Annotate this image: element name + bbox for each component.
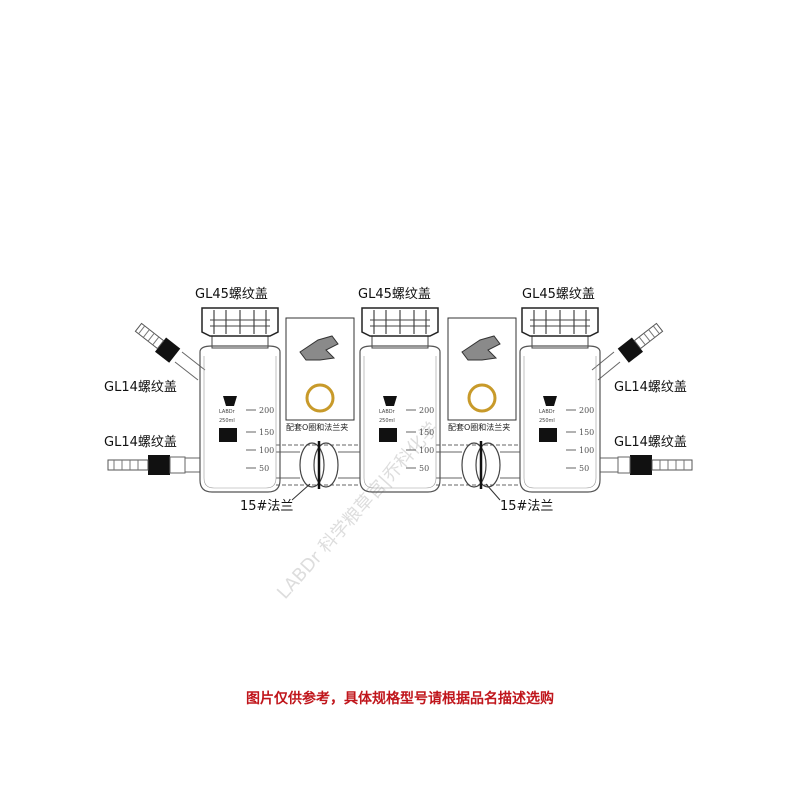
svg-text:150: 150: [259, 428, 274, 437]
svg-text:100: 100: [579, 446, 594, 455]
gl14-cap-upper-right: [617, 322, 664, 363]
svg-text:250ml: 250ml: [219, 418, 235, 424]
label-gl14-upper-left: GL14螺纹盖: [104, 380, 177, 395]
svg-text:LABDr: LABDr: [219, 409, 236, 415]
leader-lines: [291, 483, 501, 501]
svg-text:200: 200: [419, 406, 434, 415]
label-gl45-middle: GL45螺纹盖: [358, 287, 431, 302]
gl45-cap-left: [201, 307, 279, 337]
scale-left: 200 150 100 50: [246, 406, 274, 473]
gl45-cap-right: [521, 307, 599, 337]
bottle-label-right: LABDr 250ml: [539, 396, 557, 442]
svg-text:250ml: 250ml: [379, 418, 395, 424]
gl14-cap-lower-right: [617, 455, 693, 475]
svg-text:LABDr 科学粮草官|乔科化学: LABDr 科学粮草官|乔科化学: [273, 418, 443, 603]
flange-left: [299, 441, 339, 489]
svg-text:50: 50: [419, 464, 429, 473]
label-gl45-right: GL45螺纹盖: [522, 287, 595, 302]
svg-text:200: 200: [579, 406, 594, 415]
clamp-inset-right: [447, 317, 517, 421]
label-gl14-upper-right: GL14螺纹盖: [614, 380, 687, 395]
clamp-note-left: 配套O圈和法兰夹: [286, 422, 348, 432]
label-gl14-lower-right: GL14螺纹盖: [614, 435, 687, 450]
svg-text:250ml: 250ml: [539, 418, 555, 424]
clamp-note-right: 配套O圈和法兰夹: [448, 422, 510, 432]
svg-text:200: 200: [259, 406, 274, 415]
flange-right: [461, 441, 501, 489]
scale-middle: 200 150 100 50: [406, 406, 434, 473]
clamp-inset-left: [285, 317, 355, 421]
svg-text:100: 100: [259, 446, 274, 455]
svg-text:LABDr: LABDr: [379, 409, 396, 415]
svg-text:100: 100: [419, 446, 434, 455]
label-flange-right: 15#法兰: [500, 499, 553, 514]
bottle-label-middle: LABDr 250ml: [379, 396, 397, 442]
svg-text:150: 150: [419, 428, 434, 437]
svg-text:50: 50: [579, 464, 589, 473]
watermark: LABDr 科学粮草官|乔科化学: [273, 418, 443, 603]
svg-text:150: 150: [579, 428, 594, 437]
label-gl14-lower-left: GL14螺纹盖: [104, 435, 177, 450]
scale-right: 200 150 100 50: [566, 406, 594, 473]
gl14-cap-lower-left: [107, 455, 186, 475]
svg-text:LABDr: LABDr: [539, 409, 556, 415]
gl45-cap-middle: [361, 307, 439, 337]
gl14-cap-upper-left: [134, 322, 181, 363]
label-flange-left: 15#法兰: [240, 499, 293, 514]
label-gl45-left: GL45螺纹盖: [195, 287, 268, 302]
notice-text: 图片仅供参考，具体规格型号请根据品名描述选购: [246, 690, 554, 707]
svg-text:50: 50: [259, 464, 269, 473]
bottle-label-left: LABDr 250ml: [219, 396, 237, 442]
